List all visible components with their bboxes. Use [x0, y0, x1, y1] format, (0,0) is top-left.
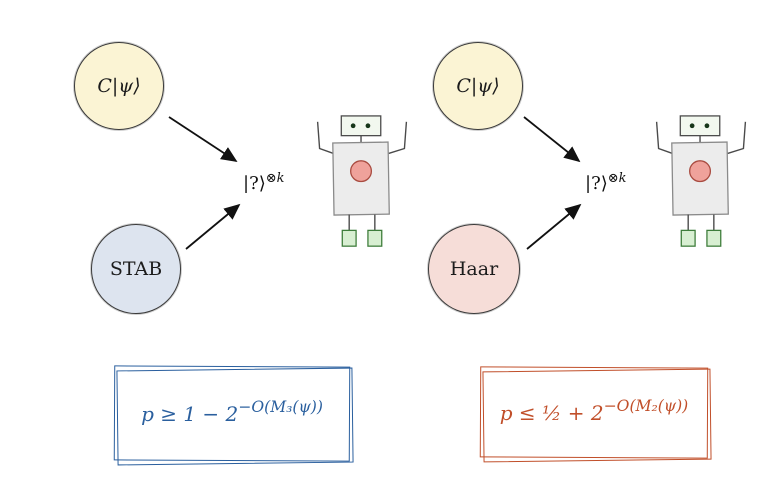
- bound-main-haar: p ≤ ½ + 2: [499, 400, 604, 425]
- robot-eye: [350, 123, 356, 129]
- robot-arm-left: [316, 121, 334, 155]
- kets-label-right: |?⟩⊗k: [585, 170, 627, 194]
- robot-chest-light: [350, 160, 373, 183]
- robot-head: [679, 115, 721, 137]
- stab-ellipse: STAB: [91, 224, 181, 314]
- kets-main-left: |?⟩: [243, 173, 266, 194]
- state-label-right: C|ψ⟩: [456, 75, 500, 97]
- robot-foot-left: [341, 229, 357, 247]
- arrow-state-to-kets-left: [168, 116, 238, 162]
- bound-main-stab: p ≥ 1 − 2: [141, 401, 239, 426]
- robot-verifier-right: [655, 115, 747, 247]
- robot-head: [340, 115, 382, 137]
- kets-superscript-left: ⊗k: [265, 170, 285, 186]
- robot-foot-left: [680, 229, 696, 247]
- bound-exponent-stab: −O(M₃(ψ)): [238, 397, 323, 416]
- probability-bound-haar: p ≤ ½ + 2−O(M₂(ψ)): [499, 397, 689, 425]
- robot-eye: [365, 123, 371, 129]
- probability-bound-stab: p ≥ 1 − 2−O(M₃(ψ)): [141, 398, 323, 426]
- haar-ellipse: Haar: [428, 224, 520, 314]
- state-ellipse-right: C|ψ⟩: [433, 42, 523, 130]
- robot-foot-right: [706, 229, 722, 247]
- haar-label: Haar: [449, 258, 499, 280]
- arrow-haar-to-kets: [526, 203, 582, 250]
- arrow-stab-to-kets: [185, 203, 241, 250]
- state-label-left: C|ψ⟩: [97, 75, 141, 97]
- result-box-haar: p ≤ ½ + 2−O(M₂(ψ)): [479, 366, 712, 463]
- robot-eye: [689, 123, 695, 129]
- kets-label-left: |?⟩⊗k: [243, 170, 285, 194]
- state-ellipse-left: C|ψ⟩: [74, 42, 164, 130]
- robot-arm-right: [388, 121, 408, 155]
- bound-exponent-haar: −O(M₂(ψ)): [603, 396, 689, 415]
- robot-arm-left: [655, 121, 673, 155]
- robot-foot-right: [367, 229, 383, 247]
- robot-arm-right: [727, 121, 747, 155]
- robot-eye: [704, 123, 710, 129]
- robot-verifier-left: [316, 115, 408, 247]
- result-box-stab: p ≥ 1 − 2−O(M₃(ψ)): [113, 365, 354, 466]
- arrow-state-to-kets-right: [523, 116, 581, 163]
- kets-superscript-right: ⊗k: [607, 170, 627, 186]
- stab-label: STAB: [109, 258, 163, 280]
- robot-chest-light: [689, 160, 712, 183]
- kets-main-right: |?⟩: [585, 173, 608, 194]
